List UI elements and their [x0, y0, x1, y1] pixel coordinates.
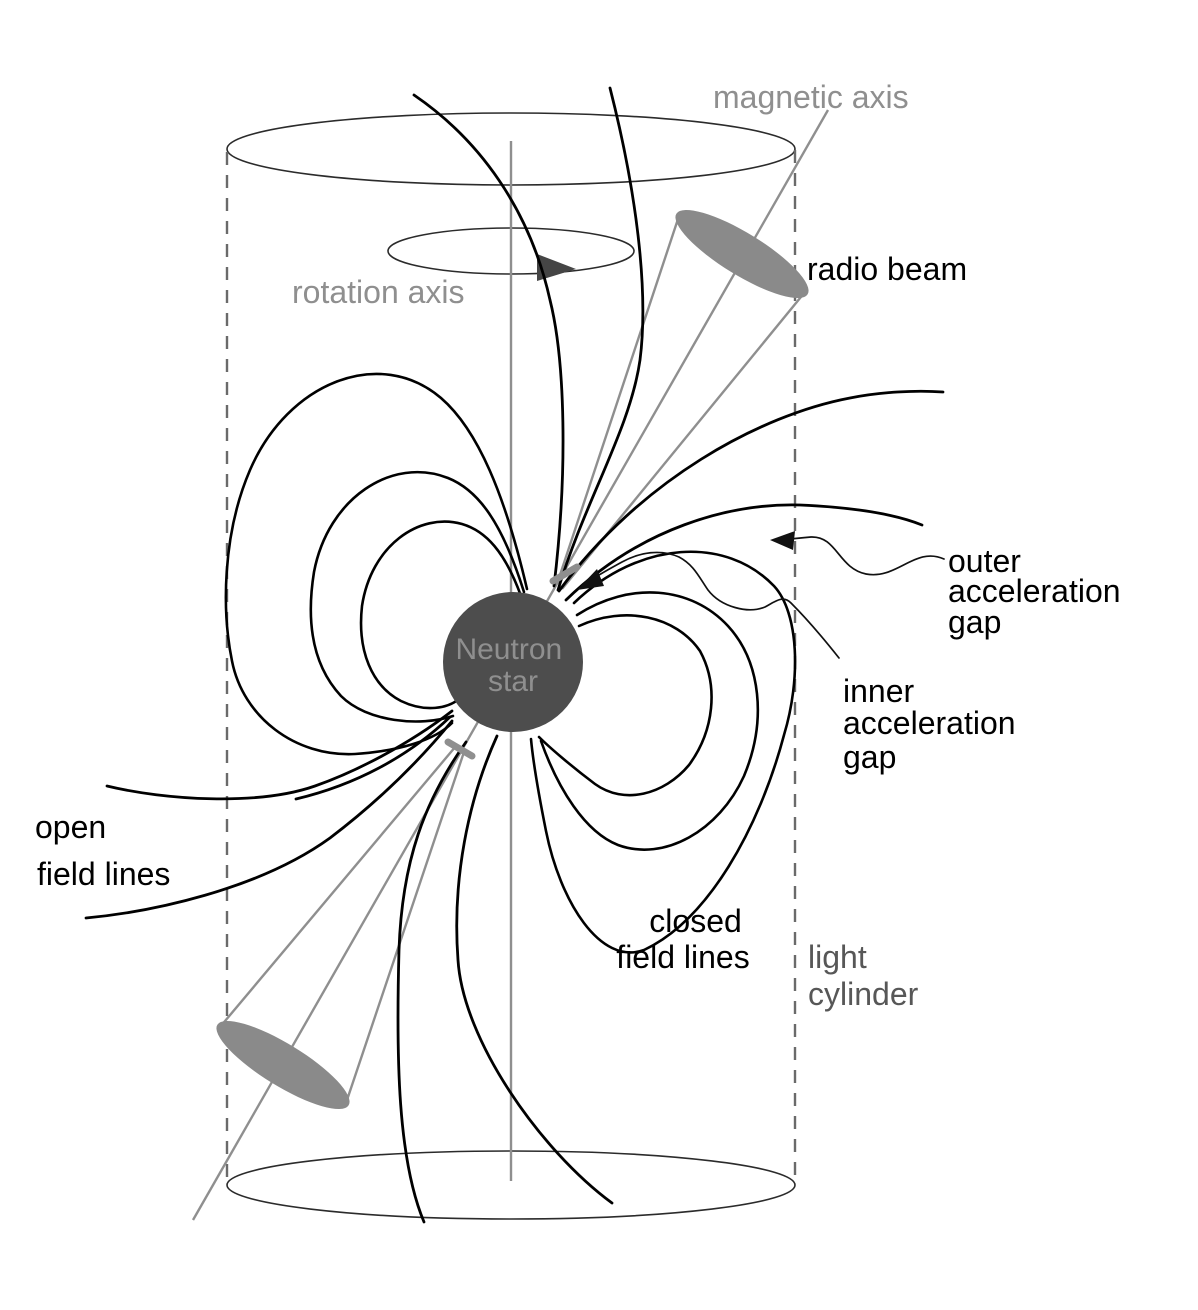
rotation-axis-label: rotation axis — [292, 274, 465, 310]
outer-gap-label-line1: outer — [948, 543, 1021, 579]
neutron-star-label-line1: Neutron — [455, 633, 562, 666]
open-field-line-bottom-right — [455, 734, 614, 1205]
lower-polar-gap-tick — [444, 738, 476, 760]
outer-gap-label-line3: gap — [948, 604, 1001, 640]
open-field-lines-label-line1: open — [35, 809, 106, 845]
inner-gap-label-line2: acceleration — [843, 705, 1016, 741]
closed-loop-upper-left-outer — [224, 372, 529, 756]
open-field-lines-group — [84, 86, 945, 1224]
upper-radio-beam-ellipse — [675, 209, 809, 299]
open-field-lines-label-line2: field lines — [37, 856, 170, 892]
inner-gap-label-line1: inner — [843, 673, 915, 709]
inner-gap-label-line3: gap — [843, 739, 896, 775]
open-field-line-left-lower — [84, 719, 454, 920]
light-cylinder-label-line1: light — [808, 939, 867, 975]
neutron-star — [443, 592, 583, 732]
open-field-line-right-upper — [557, 389, 945, 593]
inner-gap-leader-line — [590, 551, 840, 659]
lower-radio-beam-ellipse — [216, 1020, 350, 1110]
open-field-lines-label: open field lines — [35, 809, 170, 892]
closed-loop-upper-left-inner — [359, 520, 523, 710]
open-field-line-left-upper — [105, 709, 454, 801]
light-cylinder-label-line2: cylinder — [808, 976, 919, 1012]
closed-field-lines-label: closed field lines — [616, 903, 750, 975]
radio-beam-label: radio beam — [807, 251, 967, 287]
outer-gap-label-line2: acceleration — [948, 573, 1121, 609]
gap-leader-lines — [590, 536, 945, 659]
closed-loop-lower-right-outer — [529, 550, 797, 954]
light-cylinder-label: light cylinder — [808, 939, 919, 1012]
rotation-direction-arrowhead — [537, 254, 576, 281]
open-field-line-bottom-left — [396, 740, 468, 1224]
closed-field-lines-group — [224, 372, 797, 954]
closed-loop-upper-left-middle — [309, 470, 526, 723]
outer-gap-leader-line — [780, 536, 945, 576]
upper-beam-cone-left-edge — [555, 215, 681, 585]
open-field-line-top-left — [412, 93, 565, 588]
inner-acceleration-gap-label: inner acceleration gap — [843, 673, 1024, 775]
lower-beam-cone-right-edge — [344, 751, 466, 1104]
closed-loop-lower-right-middle — [539, 591, 760, 851]
outer-gap-arrowhead — [770, 531, 795, 550]
neutron-star-label-line2: star — [488, 665, 538, 698]
open-field-line-left-middle — [294, 715, 452, 801]
closed-loop-lower-right-inner — [537, 614, 713, 797]
neutron-star-label: Neutron star — [455, 633, 570, 698]
upper-polar-gap-tick — [549, 563, 581, 585]
closed-field-lines-label-line1: closed — [649, 903, 742, 939]
lower-beam-cone-left-edge — [219, 745, 457, 1028]
inner-gap-arrowhead — [577, 569, 604, 590]
open-field-line-top-right — [556, 86, 645, 592]
closed-field-lines-label-line2: field lines — [616, 939, 749, 975]
open-field-line-right-lower — [564, 503, 924, 602]
magnetic-axis-label: magnetic axis — [713, 79, 909, 115]
outer-acceleration-gap-label: outer acceleration gap — [948, 543, 1129, 640]
acceleration-gap-ticks — [444, 563, 581, 760]
